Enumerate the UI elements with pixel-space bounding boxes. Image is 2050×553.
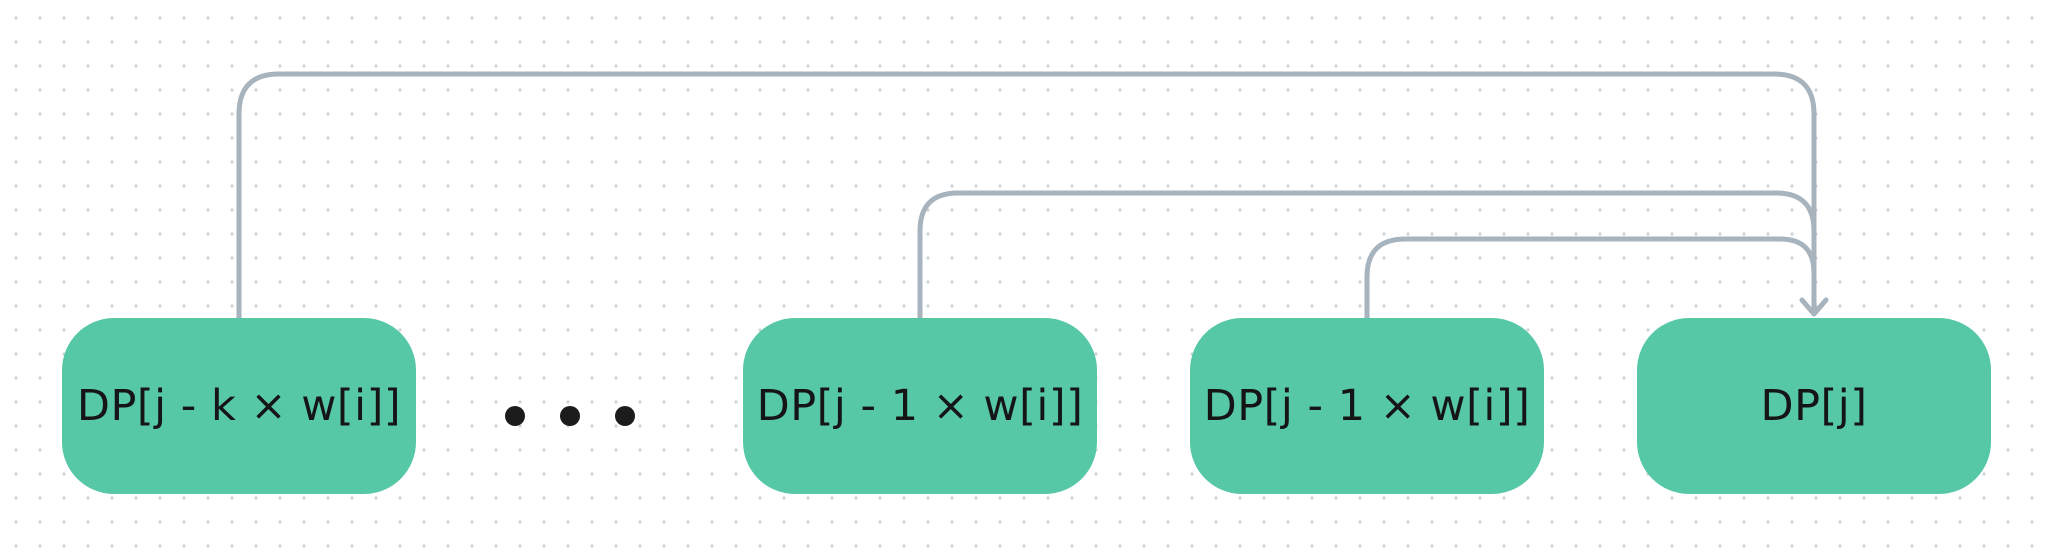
connector-from-dp-1-first-to-dp-j <box>917 190 1817 321</box>
arrowhead-icon <box>1799 297 1829 317</box>
ellipsis-dot <box>615 406 635 426</box>
connector-from-dp-1-second-to-dp-j <box>1364 236 1817 321</box>
node-dp-j: DP[j] <box>1637 318 1991 494</box>
node-dp-j-minus-k-w: DP[j - k × w[i]] <box>62 318 416 494</box>
ellipsis-dot <box>505 406 525 426</box>
node-label: DP[j] <box>1760 381 1868 431</box>
connector-from-dp-k-to-dp-j <box>236 71 1817 321</box>
ellipsis-dot <box>560 406 580 426</box>
node-label: DP[j - k × w[i]] <box>76 381 402 431</box>
node-label: DP[j - 1 × w[i]] <box>1203 381 1531 431</box>
ellipsis-icon <box>505 396 655 432</box>
node-label: DP[j - 1 × w[i]] <box>756 381 1084 431</box>
node-dp-j-minus-1-w-first: DP[j - 1 × w[i]] <box>743 318 1097 494</box>
node-dp-j-minus-1-w-second: DP[j - 1 × w[i]] <box>1190 318 1544 494</box>
